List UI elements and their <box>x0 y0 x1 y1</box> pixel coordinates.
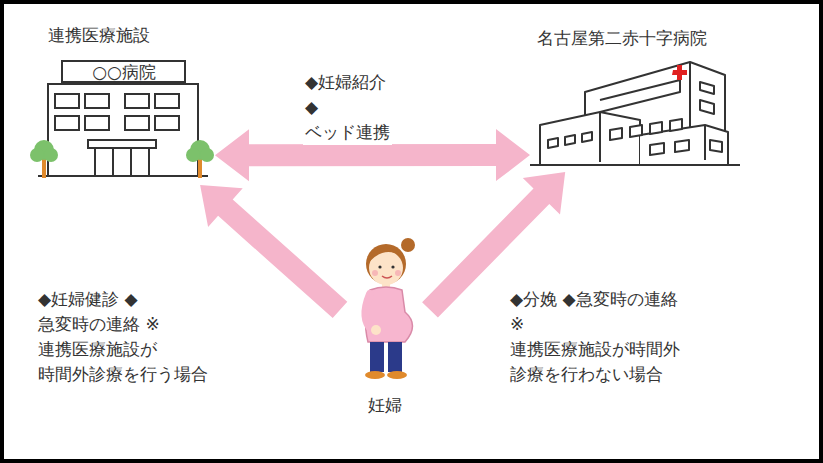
node-heading: 連携医療施設 <box>48 25 150 45</box>
edge-label: ◆妊婦健診 ◆急変時の連絡 ※連携医療施設が 時間外診療を行う場合 <box>36 287 210 387</box>
hospital-node: 名古屋第二赤十字病院 <box>530 22 750 172</box>
node-label: 妊婦 <box>368 395 402 415</box>
connector-arrow <box>200 185 347 318</box>
edge-label: ◆妊婦紹介 ◆ベッド連携 <box>303 70 392 145</box>
hospital-node: 連携医療施設 ○○病院 <box>35 20 215 185</box>
person-node: 妊婦 <box>340 235 430 420</box>
hospital-sign-text: ○○病院 <box>92 62 156 82</box>
node-heading: 名古屋第二赤十字病院 <box>537 28 707 48</box>
edge-label: ◆分娩 ◆急変時の連絡 ※連携医療施設が時間外 診療を行わない場合 <box>508 287 682 387</box>
